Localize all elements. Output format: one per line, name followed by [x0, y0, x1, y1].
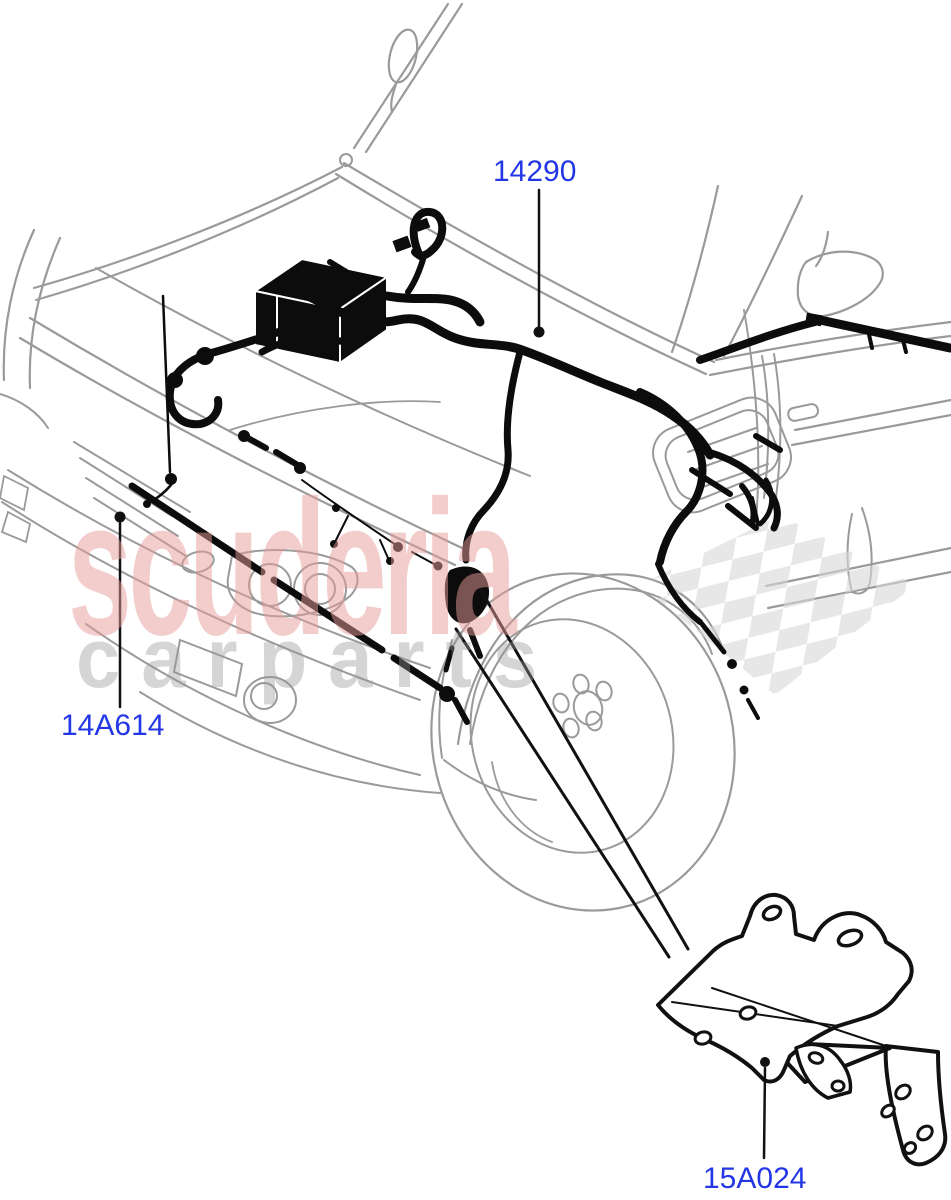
checkered-flag-watermark — [640, 515, 915, 695]
wiring-harness — [128, 207, 951, 725]
headlamp — [181, 549, 359, 618]
grille — [73, 441, 191, 557]
part-label-14A614[interactable]: 14A614 — [61, 709, 165, 742]
mounting-bracket — [656, 892, 948, 1167]
front-wheel — [430, 572, 736, 912]
part-label-15A024[interactable]: 15A024 — [703, 1162, 807, 1195]
roof-antenna — [387, 28, 419, 114]
leader-14A614 — [114, 511, 126, 709]
part-label-14290[interactable]: 14290 — [493, 155, 577, 188]
vehicle-body-outline — [0, 2, 951, 912]
leader-lines — [114, 188, 770, 1160]
leader-14290 — [533, 188, 545, 338]
door-handle — [787, 403, 820, 422]
pointer-wedge-to-bracket — [454, 571, 690, 959]
leader-15A024 — [760, 1057, 770, 1160]
fog-lamp — [243, 676, 297, 724]
